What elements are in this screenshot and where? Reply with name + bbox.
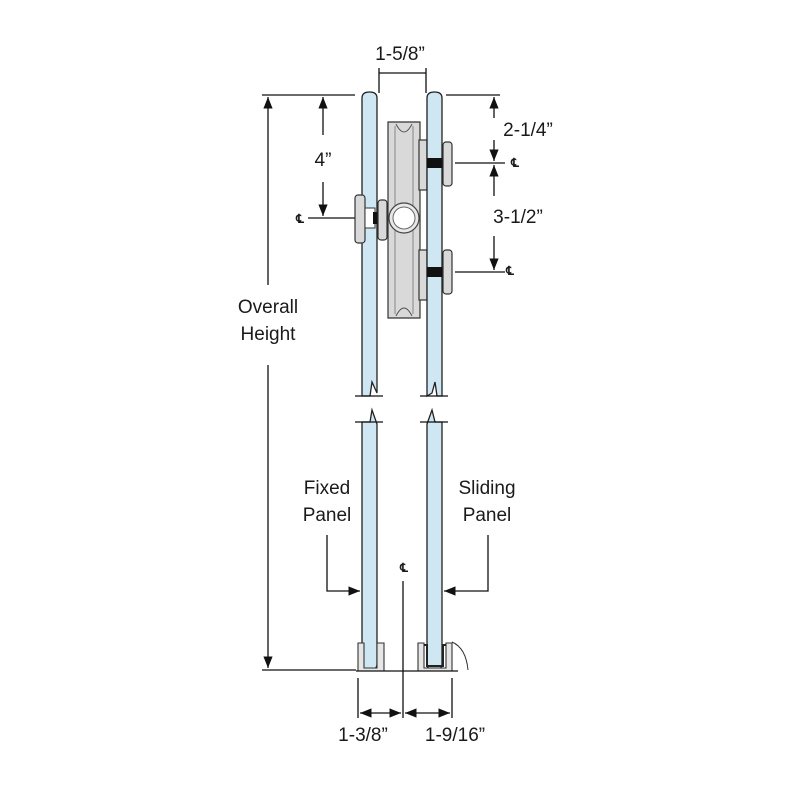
- centerline-symbol: ℄: [295, 212, 304, 226]
- centerline-symbol: ℄: [505, 264, 514, 278]
- sliding-panel-glass: [426, 91, 443, 671]
- fixed-panel-glass: [361, 91, 378, 671]
- centerline-symbol: ℄: [510, 156, 519, 170]
- fixed-panel-leader: [326, 535, 360, 596]
- sliding-panel-leader: [444, 535, 489, 596]
- dim-sliding-offset: 1-9/16”: [425, 725, 485, 746]
- dim-sliding-bracket-spacing: 3-1/2”: [493, 207, 543, 228]
- overall-height-label-2: Height: [241, 324, 297, 345]
- sliding-panel-label-2: Panel: [463, 505, 512, 526]
- fixed-panel-label-2: Panel: [303, 505, 352, 526]
- track-wheel: [387, 121, 428, 319]
- dim-sliding-top-bracket-drop: 2-1/4”: [503, 120, 553, 141]
- overall-height-label-1: Overall: [238, 297, 298, 318]
- dim-wheel-gap: 1-5/8”: [375, 44, 425, 65]
- sliding-panel-label-1: Sliding: [458, 478, 515, 499]
- centerline-symbol: ℄: [399, 561, 408, 575]
- dim-fixed-bracket-drop: 4”: [315, 150, 332, 171]
- fixed-panel-label-1: Fixed: [304, 478, 350, 499]
- sliding-bracket-top: [427, 141, 453, 187]
- fixed-bracket: [354, 194, 388, 244]
- dim-fixed-offset: 1-3/8”: [338, 725, 388, 746]
- sliding-bottom-channel: [417, 641, 469, 672]
- sliding-bracket-bottom: [427, 249, 453, 295]
